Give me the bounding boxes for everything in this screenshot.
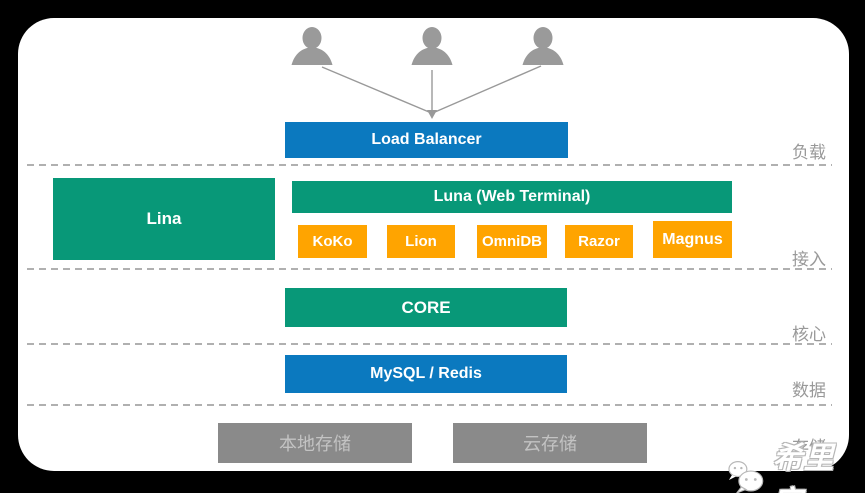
box-core: CORE — [285, 288, 567, 327]
watermark: 希里安 — [724, 433, 865, 493]
user-silhouette-icon — [519, 27, 567, 65]
user-silhouette-icon — [288, 27, 336, 65]
tier-label-core: 核心 — [792, 325, 826, 344]
tier-label-load: 负载 — [792, 143, 826, 162]
user-silhouette-icon — [291, 27, 333, 65]
user-silhouette-icon — [411, 27, 453, 65]
box-lion: Lion — [387, 225, 455, 258]
box-cloud-storage: 云存储 — [453, 423, 647, 463]
tier-divider-access — [27, 268, 832, 270]
box-mysql-redis: MySQL / Redis — [285, 355, 567, 393]
box-razor: Razor — [565, 225, 633, 258]
tier-divider-core — [27, 343, 832, 345]
tier-label-storage: 存储 — [792, 438, 826, 457]
watermark-text: 希里安 — [772, 442, 835, 493]
box-koko: KoKo — [298, 225, 367, 258]
tier-divider-data — [27, 404, 832, 406]
box-load-balancer: Load Balancer — [285, 122, 568, 158]
box-luna: Luna (Web Terminal) — [292, 181, 732, 213]
tier-label-access: 接入 — [792, 250, 826, 269]
box-lina: Lina — [53, 178, 275, 260]
box-local-storage: 本地存储 — [218, 423, 412, 463]
tier-label-data: 数据 — [792, 381, 826, 400]
box-omnidb: OmniDB — [477, 225, 547, 258]
user-silhouette-icon — [408, 27, 456, 65]
wechat-icon — [728, 461, 764, 493]
box-magnus: Magnus — [653, 221, 732, 258]
user-silhouette-icon — [522, 27, 564, 65]
tier-divider-load — [27, 164, 832, 166]
